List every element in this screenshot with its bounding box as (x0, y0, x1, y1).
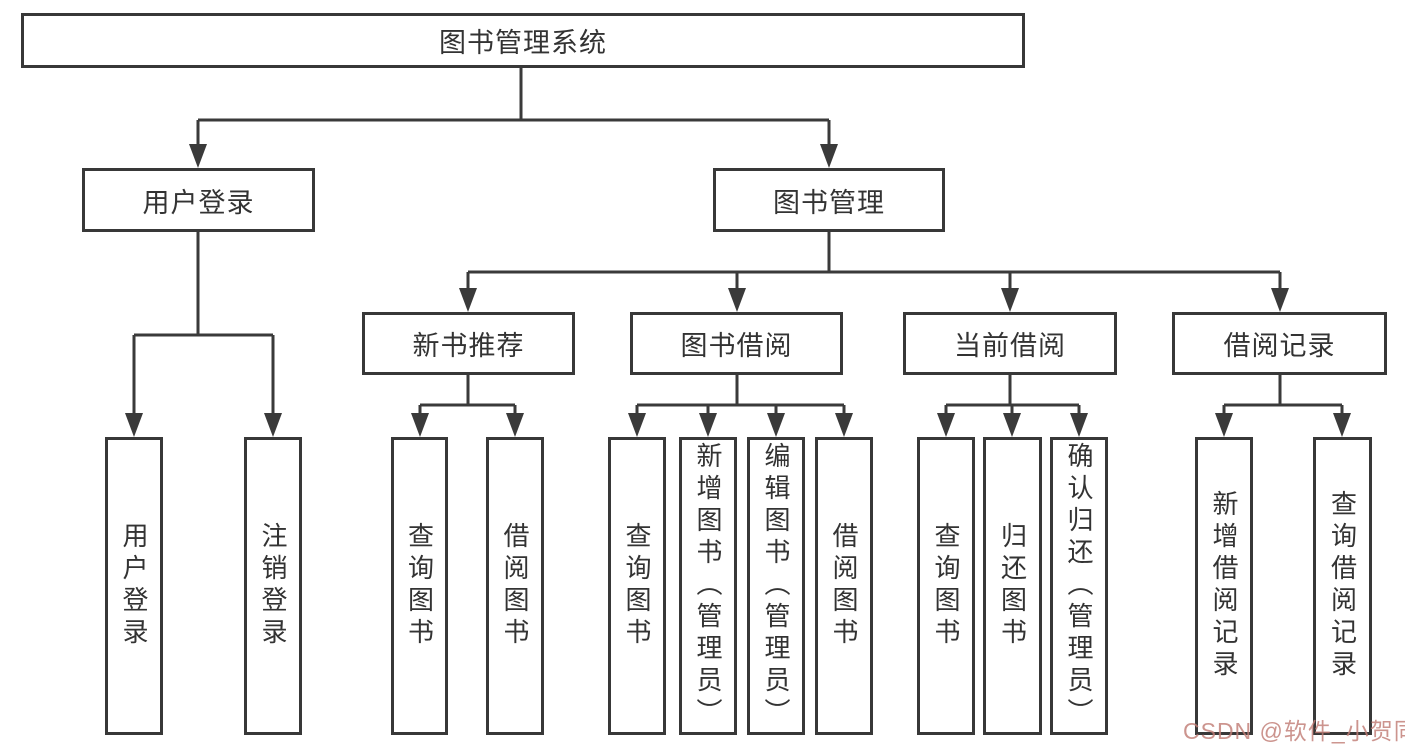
node-new-book-recommend: 新书推荐 (362, 312, 575, 375)
leaf-add-book-admin-label: 新增图书（管理员） (693, 442, 723, 730)
leaf-return-book: 归还图书 (983, 437, 1042, 735)
node-book-borrow: 图书借阅 (630, 312, 843, 375)
leaf-borrow-book-borrow: 借阅图书 (815, 437, 873, 735)
leaf-add-borrow-record-label: 新增借阅记录 (1209, 490, 1239, 682)
node-borrow-records-label: 借阅记录 (1223, 331, 1336, 361)
leaf-confirm-return-admin-label: 确认归还（管理员） (1064, 442, 1094, 730)
leaf-logout-label: 注销登录 (258, 522, 288, 650)
leaf-query-book-current-label: 查询图书 (931, 522, 961, 650)
node-current-borrow-label: 当前借阅 (954, 331, 1066, 361)
leaf-query-book-newrec: 查询图书 (391, 437, 448, 735)
leaf-logout: 注销登录 (244, 437, 302, 735)
leaf-query-borrow-record-label: 查询借阅记录 (1327, 490, 1358, 682)
node-root: 图书管理系统 (21, 13, 1025, 68)
leaf-confirm-return-admin: 确认归还（管理员） (1050, 437, 1108, 735)
node-root-label: 图书管理系统 (439, 28, 607, 58)
leaf-query-book-borrow-label: 查询图书 (622, 522, 652, 650)
node-book-management: 图书管理 (713, 168, 945, 232)
node-book-borrow-label: 图书借阅 (680, 331, 793, 361)
leaf-add-book-admin: 新增图书（管理员） (679, 437, 737, 735)
node-user-login: 用户登录 (82, 168, 315, 232)
node-new-book-recommend-label: 新书推荐 (412, 331, 525, 361)
leaf-edit-book-admin-label: 编辑图书（管理员） (761, 442, 791, 730)
leaf-query-book-newrec-label: 查询图书 (404, 522, 435, 650)
leaf-return-book-label: 归还图书 (997, 522, 1028, 650)
csdn-watermark: CSDN @软件_小贺同学 (1183, 718, 1405, 744)
node-user-login-label: 用户登录 (142, 187, 255, 218)
leaf-query-borrow-record: 查询借阅记录 (1313, 437, 1372, 735)
node-current-borrow: 当前借阅 (903, 312, 1117, 375)
leaf-user-login: 用户登录 (105, 437, 163, 735)
leaf-user-login-label: 用户登录 (119, 522, 149, 650)
node-borrow-records: 借阅记录 (1172, 312, 1387, 375)
leaf-query-book-borrow: 查询图书 (608, 437, 666, 735)
node-book-management-label: 图书管理 (773, 187, 885, 218)
leaf-borrow-book-newrec-label: 借阅图书 (500, 522, 530, 650)
leaf-query-book-current: 查询图书 (917, 437, 975, 735)
leaf-borrow-book-newrec: 借阅图书 (486, 437, 544, 735)
leaf-add-borrow-record: 新增借阅记录 (1195, 437, 1253, 735)
leaf-borrow-book-borrow-label: 借阅图书 (829, 522, 859, 650)
leaf-edit-book-admin: 编辑图书（管理员） (747, 437, 805, 735)
